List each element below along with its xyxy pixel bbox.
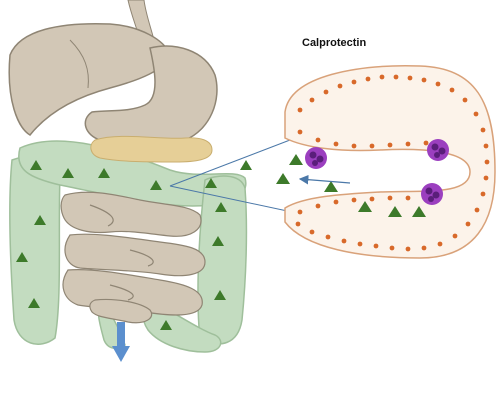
calprotectin-marker-icon xyxy=(215,202,227,212)
release-arrow xyxy=(298,174,351,185)
stool-arrow-icon xyxy=(112,322,130,362)
calprotectin-marker-icon xyxy=(240,160,252,170)
magnification-lines xyxy=(169,139,293,213)
small-intestine xyxy=(60,191,206,324)
calprotectin-marker-icon xyxy=(160,320,172,330)
calprotectin-marker-icon xyxy=(412,206,426,217)
neutrophils xyxy=(305,139,449,205)
calprotectin-marker-icon xyxy=(34,215,46,225)
epithelial-nuclei xyxy=(295,74,490,252)
calprotectin-marker-icon xyxy=(358,201,372,212)
calprotectin-marker-icon xyxy=(388,206,402,217)
calprotectin-marker-icon xyxy=(324,181,338,192)
crypt-calprotectin-markers xyxy=(276,154,426,217)
calprotectin-marker-icon xyxy=(205,178,217,188)
calprotectin-marker-icon xyxy=(150,180,162,190)
calprotectin-marker-icon xyxy=(28,298,40,308)
neutrophil-icon xyxy=(305,147,327,169)
calprotectin-marker-icon xyxy=(276,173,290,184)
calprotectin-marker-icon xyxy=(62,168,74,178)
neutrophil-icon xyxy=(421,183,443,205)
calprotectin-label: Calprotectin xyxy=(302,37,366,49)
colon-calprotectin-markers xyxy=(16,160,252,330)
calprotectin-marker-icon xyxy=(212,236,224,246)
liver xyxy=(8,22,171,136)
calprotectin-marker-icon xyxy=(289,154,303,165)
intestinal-crypt-magnified xyxy=(284,65,496,259)
pancreas xyxy=(90,135,213,163)
calprotectin-marker-icon xyxy=(30,160,42,170)
calprotectin-marker-icon xyxy=(98,168,110,178)
neutrophil-icon xyxy=(427,139,449,161)
calprotectin-marker-icon xyxy=(16,252,28,262)
calprotectin-marker-icon xyxy=(214,290,226,300)
